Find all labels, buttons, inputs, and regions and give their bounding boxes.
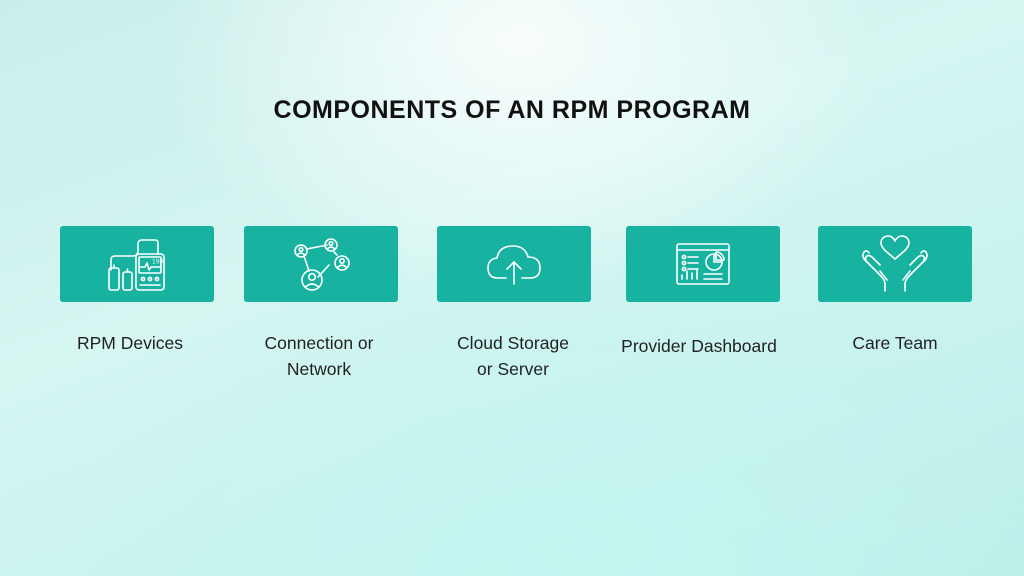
dashboard-icon	[676, 243, 730, 285]
component-card-cloud-storage	[437, 226, 591, 302]
component-label-connection-network: Connection or Network	[234, 330, 404, 382]
component-label-care-team: Care Team	[810, 330, 980, 356]
label-line: RPM Devices	[77, 333, 183, 353]
component-card-connection-network	[244, 226, 398, 302]
medical-monitor-device-icon: 190	[108, 239, 165, 291]
label-line: Provider Dashboard	[621, 336, 777, 356]
component-card-provider-dashboard	[626, 226, 780, 302]
component-card-care-team	[818, 226, 972, 302]
component-label-cloud-storage: Cloud Storage or Server	[428, 330, 598, 382]
cloud-upload-icon	[487, 245, 541, 285]
component-label-rpm-devices: RPM Devices	[45, 330, 215, 356]
component-label-provider-dashboard: Provider Dashboard	[613, 333, 785, 359]
label-line: Cloud Storage	[457, 333, 569, 353]
label-line: Connection or	[264, 333, 374, 353]
device-screen-reading: 190	[152, 259, 164, 266]
hands-heart-icon	[862, 235, 928, 292]
label-line: Care Team	[852, 333, 938, 353]
component-card-rpm-devices: 190	[60, 226, 214, 302]
label-line: Network	[286, 359, 352, 379]
network-people-icon	[294, 238, 350, 291]
label-line: or Server	[477, 359, 549, 379]
diagram-title: COMPONENTS OF AN RPM PROGRAM	[273, 96, 751, 124]
